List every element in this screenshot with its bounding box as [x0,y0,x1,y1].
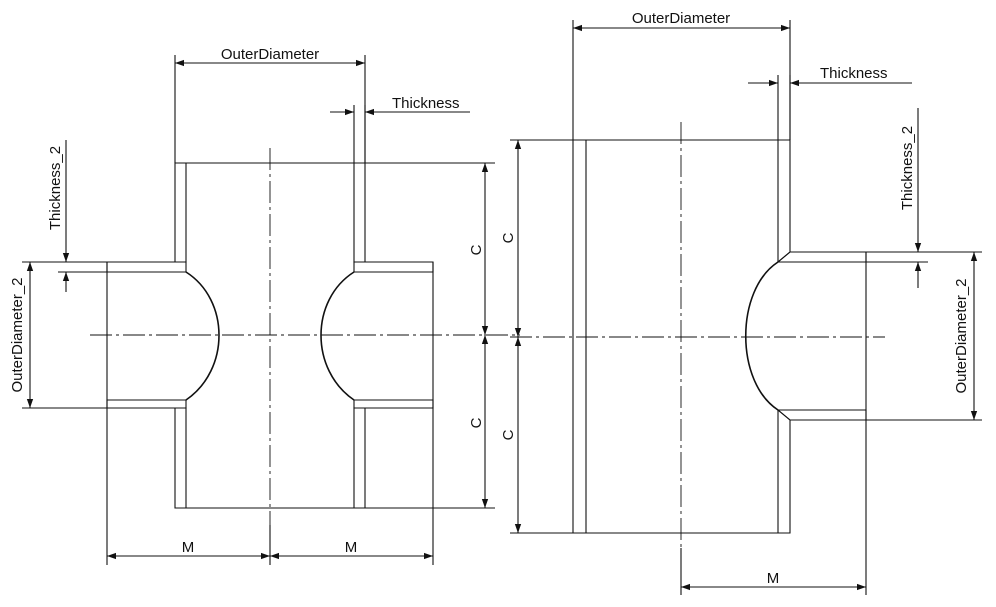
cross-thickness-2-label: Thickness_2 [47,146,64,230]
cross-thickness-label: Thickness [392,95,460,112]
tee-outer-diameter-2-label: OuterDiameter_2 [953,278,970,393]
tee-thickness-dimension: Thickness [748,65,912,140]
tee-fitting: OuterDiameter Thickness C C Thickness_2 [500,10,982,595]
cross-fitting: OuterDiameter Thickness Thickness_2 Oute… [9,46,520,565]
cross-outer-diameter-dimension: OuterDiameter [174,46,366,163]
cross-c-upper-label: C [468,244,485,255]
cross-thickness-dimension: Thickness [330,95,470,163]
tee-outer-diameter-label: OuterDiameter [632,10,730,27]
cross-outer-diameter-2-dimension: OuterDiameter_2 [9,261,107,409]
tee-outer-diameter-2-dimension: OuterDiameter_2 [866,251,982,421]
cross-m-left-label: M [182,539,195,556]
tee-outline [573,139,867,534]
cross-c-dimensions: C C [365,162,495,509]
tee-thickness-2-label: Thickness_2 [899,126,916,210]
cross-m-dimensions: M M [106,408,434,565]
cross-outer-diameter-label: OuterDiameter [221,46,319,63]
tee-thickness-label: Thickness [820,65,888,82]
tee-m-label: M [767,570,780,587]
cross-m-right-label: M [345,539,358,556]
tee-walls [572,139,867,534]
cross-outer-diameter-2-label: OuterDiameter_2 [9,277,26,392]
tee-thickness-2-dimension: Thickness_2 [866,108,928,288]
cross-thickness-2-dimension: Thickness_2 [47,140,107,292]
tee-c-lower-label: C [500,429,517,440]
tee-c-dimensions: C C [500,139,573,534]
tee-c-upper-label: C [500,232,517,243]
tee-outer-diameter-dimension: OuterDiameter [572,10,791,140]
tee-m-dimension: M [680,420,867,595]
cross-c-lower-label: C [468,417,485,428]
